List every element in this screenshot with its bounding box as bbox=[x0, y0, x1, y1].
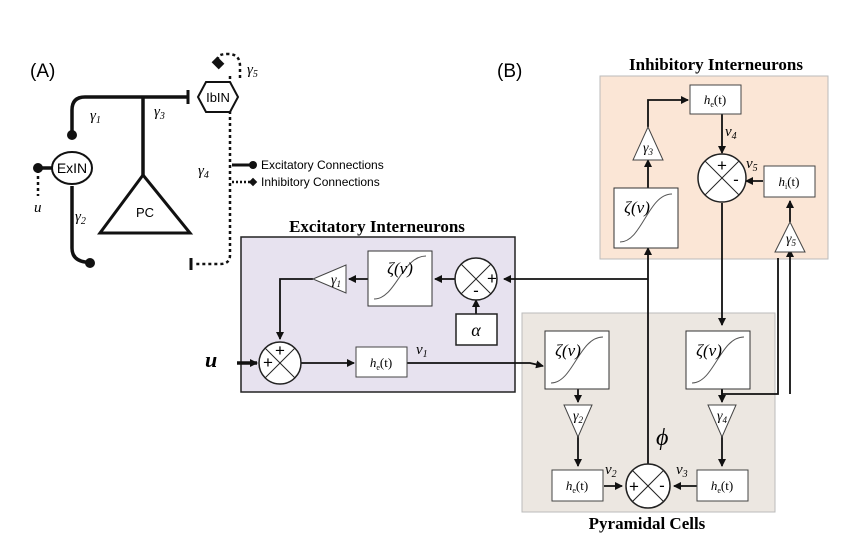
gamma4-triangle: γ4 bbox=[707, 404, 737, 439]
input-u-label-b: u bbox=[205, 347, 217, 372]
sigmoid-box-pyramidal-right: ζ(ν) bbox=[685, 330, 751, 390]
sum-pyramidal-minus: - bbox=[659, 476, 665, 495]
excitatory-group-title: Excitatory Interneurons bbox=[289, 217, 465, 236]
sum-excitatory-minus: - bbox=[473, 281, 479, 300]
v1-label: v1 bbox=[416, 342, 428, 360]
input-terminal bbox=[33, 163, 43, 173]
ibin-self-loop bbox=[216, 52, 242, 78]
sum-inhibitory-minus: - bbox=[733, 170, 739, 189]
svg-text:γ4: γ4 bbox=[717, 409, 728, 425]
legend-inhibitory-diamond bbox=[248, 177, 258, 187]
sum-excitatory-plus: + bbox=[487, 269, 497, 288]
he-box-excitatory: he(t) bbox=[355, 346, 408, 378]
sum-junction-pyramidal: + - bbox=[625, 463, 671, 509]
sigmoid-box-excitatory: ζ(ν) bbox=[367, 250, 433, 307]
gamma5-triangle: γ5 bbox=[774, 220, 806, 253]
sigmoid-label-inhibitory: ζ(ν) bbox=[624, 198, 650, 217]
ibin-node bbox=[196, 81, 240, 113]
svg-text:he(t): he(t) bbox=[711, 478, 733, 495]
v5-label: v5 bbox=[746, 156, 758, 174]
pc-label: PC bbox=[136, 205, 154, 220]
hi-box-inhibitory: hi(t) bbox=[763, 165, 816, 198]
gamma3-label: γ3 bbox=[154, 104, 165, 122]
he-box-pyramidal-right: he(t) bbox=[696, 469, 749, 502]
exin-node bbox=[51, 151, 93, 185]
v3-label: v3 bbox=[676, 462, 688, 480]
gamma1-to-sum1-arrow bbox=[276, 278, 313, 340]
pc-node bbox=[97, 172, 194, 235]
svg-text:he(t): he(t) bbox=[566, 478, 588, 495]
svg-text:γ1: γ1 bbox=[331, 273, 341, 289]
ibin-self-diamond bbox=[211, 56, 225, 70]
sigmoid-label-pyramidal-left: ζ(ν) bbox=[555, 341, 581, 360]
exin-terminal bbox=[67, 130, 77, 140]
he-box-pyramidal-left: he(t) bbox=[551, 469, 604, 502]
alpha-label: α bbox=[471, 320, 481, 340]
sum-junction-input: + + bbox=[258, 341, 302, 385]
gamma4-label: γ4 bbox=[198, 163, 209, 181]
sum-junction-excitatory: + - bbox=[454, 257, 498, 301]
panel-b-label: (B) bbox=[497, 61, 522, 82]
sum-junction-inhibitory: + - bbox=[697, 153, 747, 203]
sum-inhibitory-plus: + bbox=[717, 156, 727, 175]
pc-excitatory-terminal bbox=[85, 258, 95, 268]
svg-text:γ3: γ3 bbox=[643, 141, 654, 157]
ibin-label: IbIN bbox=[206, 90, 230, 105]
v2-label: v2 bbox=[605, 462, 617, 480]
v4-label: v4 bbox=[725, 124, 737, 142]
ibin-to-exin-connection bbox=[70, 95, 188, 133]
pyramidal-to-gamma5-line bbox=[721, 258, 779, 395]
gamma2-triangle: γ2 bbox=[563, 404, 593, 439]
svg-text:he(t): he(t) bbox=[370, 355, 392, 372]
sigmoid-label-excitatory: ζ(ν) bbox=[387, 259, 413, 278]
phi-label: ϕ bbox=[656, 425, 668, 451]
panel-b: (B) Excitatory Interneurons Inhibitory I… bbox=[205, 55, 829, 533]
sum-pyramidal-plus: + bbox=[629, 477, 639, 496]
ibin-to-pc-connection-dotted bbox=[196, 105, 232, 266]
sigmoid-label-pyramidal-right: ζ(ν) bbox=[696, 341, 722, 360]
inhibitory-group-title: Inhibitory Interneurons bbox=[629, 55, 803, 74]
panel-a: (A) ExIN IbIN PC u γ1 γ2 γ3 γ4 γ5 bbox=[30, 52, 384, 270]
sigmoid-box-inhibitory: ζ(ν) bbox=[613, 187, 679, 249]
panel-a-label: (A) bbox=[30, 61, 55, 82]
he-box-inhibitory: he(t) bbox=[689, 84, 742, 115]
alpha-box: α bbox=[455, 313, 498, 346]
sum-input-plus-top: + bbox=[275, 341, 285, 360]
exin-label: ExIN bbox=[57, 160, 87, 176]
gamma5-label: γ5 bbox=[247, 62, 258, 80]
svg-text:hi(t): hi(t) bbox=[778, 174, 799, 191]
gamma3-to-he-arrow bbox=[647, 96, 689, 127]
legend-excitatory-text: Excitatory Connections bbox=[261, 158, 384, 172]
sum-input-plus-left: + bbox=[263, 353, 273, 372]
input-u-label: u bbox=[34, 200, 42, 216]
gamma1-label: γ1 bbox=[90, 108, 101, 126]
v1-arrow bbox=[407, 360, 544, 369]
svg-text:he(t): he(t) bbox=[704, 92, 726, 109]
gamma1-triangle: γ1 bbox=[311, 264, 347, 294]
gamma2-label: γ2 bbox=[75, 209, 86, 227]
exin-to-pc-connection bbox=[70, 186, 88, 264]
sigmoid-box-pyramidal-left: ζ(ν) bbox=[544, 330, 610, 390]
svg-text:γ5: γ5 bbox=[786, 232, 797, 248]
legend-excitatory-dot bbox=[249, 161, 257, 169]
pyramidal-group-title: Pyramidal Cells bbox=[589, 514, 706, 533]
svg-text:γ2: γ2 bbox=[573, 409, 584, 425]
gamma3-triangle: γ3 bbox=[632, 125, 664, 161]
legend-inhibitory-text: Inhibitory Connections bbox=[261, 175, 380, 189]
